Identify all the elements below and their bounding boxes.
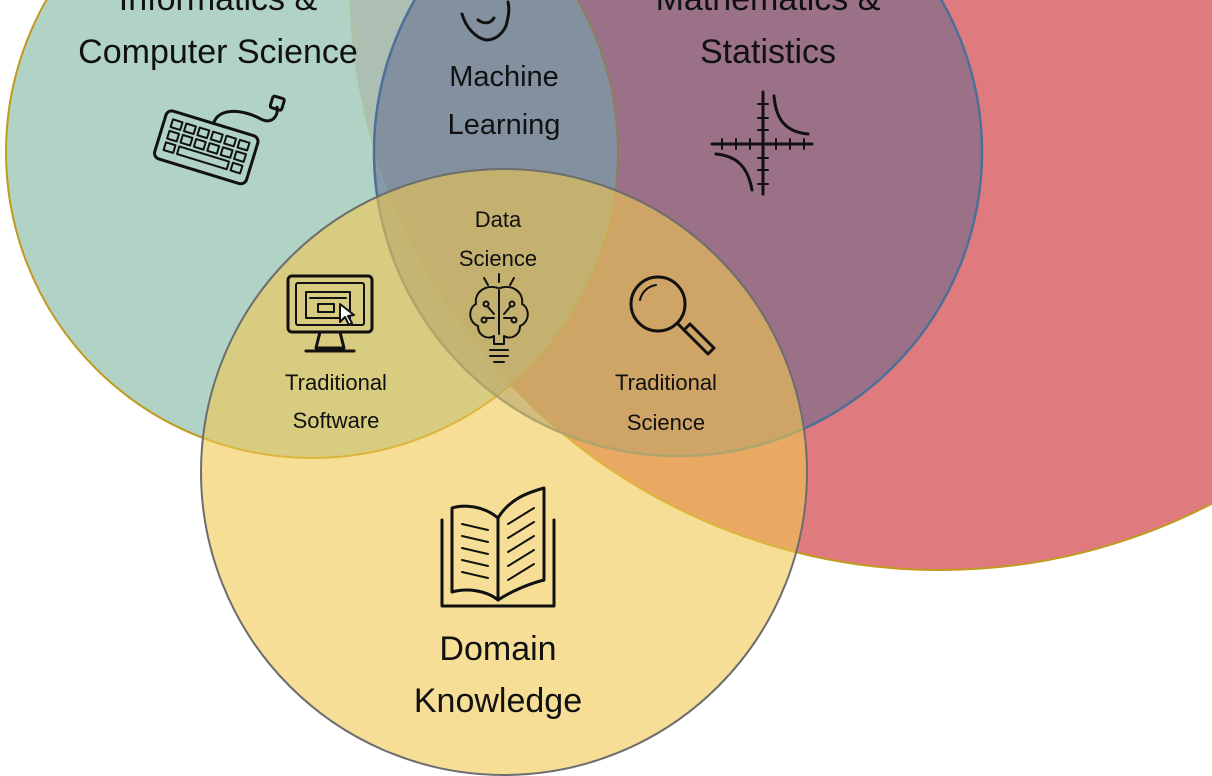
domain-knowledge-circle bbox=[200, 168, 808, 776]
computer-science-label-line2: Computer Science bbox=[78, 33, 358, 71]
data-science-label-line1: Data bbox=[475, 207, 522, 232]
traditional-science-label-line2: Science bbox=[627, 410, 705, 435]
machine-learning-label-line1: Machine bbox=[449, 61, 559, 93]
magnifier-icon bbox=[629, 275, 716, 356]
statistics-label-line1: Mathematics & bbox=[656, 0, 881, 18]
function-graph-icon bbox=[710, 90, 814, 196]
keyboard-icon bbox=[153, 94, 286, 186]
open-book-icon bbox=[440, 486, 556, 608]
data-science-label-line2: Science bbox=[459, 246, 537, 271]
monitor-cursor-icon bbox=[286, 274, 374, 353]
traditional-software-label-line2: Software bbox=[293, 408, 380, 433]
traditional-software-label-line1: Traditional bbox=[285, 370, 387, 395]
traditional-science-label-line1: Traditional bbox=[615, 370, 717, 395]
domain-knowledge-label-line1: Domain bbox=[439, 630, 556, 668]
brain-lightbulb-icon bbox=[469, 273, 529, 363]
statistics-label-line2: Statistics bbox=[700, 33, 836, 71]
head-profile-icon bbox=[460, 0, 511, 42]
domain-knowledge-label-line2: Knowledge bbox=[414, 682, 582, 720]
computer-science-label-line1: Informatics & bbox=[119, 0, 318, 18]
machine-learning-label-line2: Learning bbox=[448, 109, 561, 141]
